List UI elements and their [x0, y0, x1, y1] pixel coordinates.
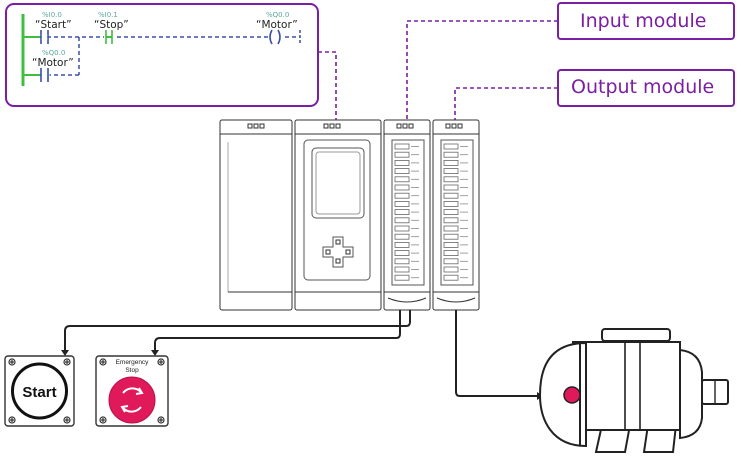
- input-module-callout: Input module: [406, 2, 735, 120]
- motor-coil: [268, 29, 282, 45]
- start-wire: [64, 310, 411, 353]
- terminal-slot: [443, 192, 459, 199]
- estop-label-line1: Emergency: [116, 359, 150, 366]
- terminal-slot: [443, 184, 459, 191]
- terminal-slot: [443, 159, 459, 166]
- terminal-slot: [394, 184, 410, 191]
- output-terminals: [443, 143, 468, 281]
- ladder-panel: %I0.0 “Start” %I0.1 “Stop” %Q0.0 “Motor”…: [5, 3, 319, 107]
- coil-address: %Q0.0: [266, 11, 289, 19]
- start-contact: [40, 30, 49, 44]
- motor-indicator: [563, 386, 581, 404]
- output-module-callout: Output module: [454, 69, 735, 120]
- emergency-stop-button: Emergency Stop: [95, 355, 169, 427]
- input-terminals: [394, 143, 419, 281]
- plc-rack: [219, 119, 480, 311]
- terminal-slot: [394, 217, 410, 224]
- terminal-slot: [443, 200, 459, 207]
- terminal-slot: [443, 168, 459, 175]
- terminal-slot: [394, 258, 410, 265]
- terminal-slot: [394, 233, 410, 240]
- terminal-slot: [394, 159, 410, 166]
- hold-name: “Motor”: [32, 57, 74, 69]
- estop-label-line2: Stop: [125, 367, 139, 374]
- terminal-slot: [394, 200, 410, 207]
- hold-contact: [40, 68, 50, 82]
- input-module-label: Input module: [580, 10, 706, 32]
- terminal-slot: [394, 151, 410, 158]
- motor-wire: [455, 310, 540, 397]
- terminal-slot: [394, 209, 410, 216]
- terminal-slot: [394, 250, 410, 257]
- terminal-slot: [394, 176, 410, 183]
- dpad-icon: [322, 236, 354, 268]
- coil-name: “Motor”: [256, 19, 298, 31]
- output-module-label: Output module: [571, 76, 714, 98]
- terminal-slot: [443, 258, 459, 265]
- input-module: [383, 119, 431, 311]
- output-module: [432, 119, 480, 311]
- start-address: %I0.0: [42, 11, 62, 19]
- rotate-arrows-icon: [120, 387, 144, 413]
- electric-motor: [538, 328, 729, 453]
- stop-name: “Stop”: [94, 19, 129, 31]
- terminal-slot: [394, 143, 410, 150]
- terminal-slot: [443, 274, 459, 281]
- cpu-module: [294, 119, 382, 311]
- terminal-slot: [443, 250, 459, 257]
- stop-contact: [104, 30, 114, 44]
- terminal-slot: [443, 176, 459, 183]
- hold-address: %Q0.0: [42, 49, 65, 57]
- terminal-slot: [394, 168, 410, 175]
- terminal-slot: [394, 225, 410, 232]
- estop-wire: [154, 310, 401, 353]
- terminal-slot: [443, 217, 459, 224]
- power-supply-module: [219, 119, 293, 311]
- terminal-slot: [394, 192, 410, 199]
- terminal-slot: [443, 266, 459, 273]
- start-button-label: Start: [22, 384, 56, 401]
- terminal-slot: [394, 266, 410, 273]
- start-button: Start: [4, 355, 75, 427]
- terminal-slot: [443, 143, 459, 150]
- terminal-slot: [443, 241, 459, 248]
- terminal-slot: [443, 225, 459, 232]
- terminal-slot: [394, 241, 410, 248]
- terminal-slot: [443, 233, 459, 240]
- cpu-connector-line: [318, 51, 337, 120]
- terminal-slot: [443, 209, 459, 216]
- stop-address: %I0.1: [98, 11, 118, 19]
- terminal-slot: [394, 274, 410, 281]
- start-name: “Start”: [35, 19, 72, 31]
- terminal-slot: [443, 151, 459, 158]
